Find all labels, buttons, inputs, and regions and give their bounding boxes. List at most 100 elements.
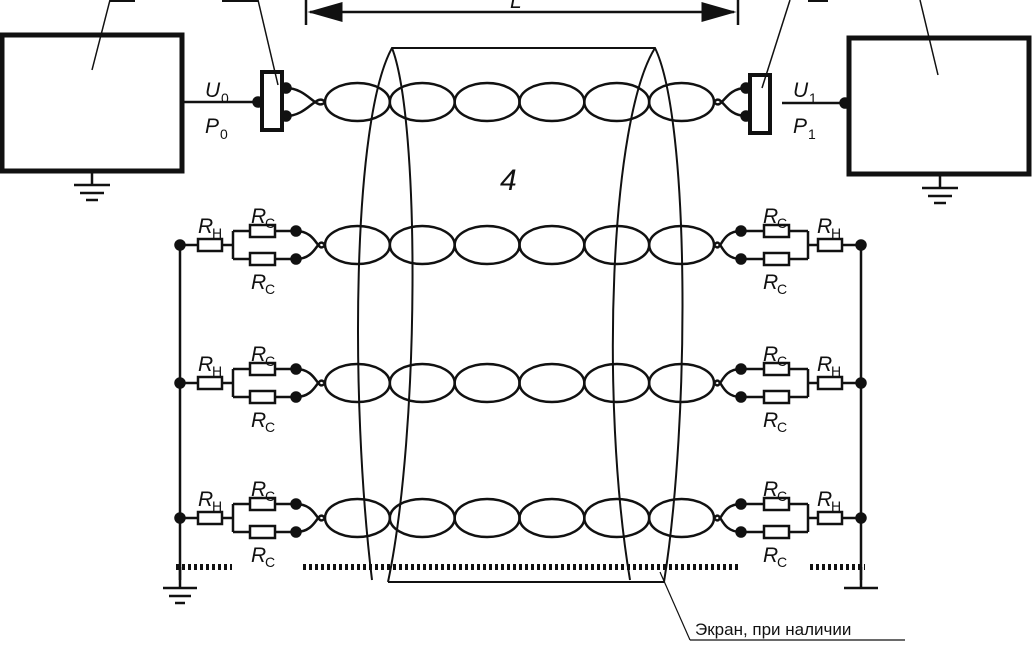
rh-label: R [198,353,213,376]
terminal [735,526,747,538]
length-label: L [510,0,522,13]
twist [518,497,586,539]
resistor-rc [248,524,277,540]
terminal [290,391,302,403]
rc-label-subscript: C [265,488,275,504]
termination-left [174,496,292,540]
twist [583,497,651,539]
twisted-pair [174,496,867,540]
ground-icon [844,567,878,590]
twist [453,81,521,123]
terminal [290,253,302,265]
rh-label: R [198,488,213,511]
terminal [280,82,292,94]
resistor-rc [248,251,277,267]
terminal [290,498,302,510]
rc-label-subscript: C [265,419,275,435]
rc-label-subscript: C [777,419,787,435]
rh-label: R [817,215,832,238]
p1-subscript: 1 [808,126,816,142]
termination-right [745,361,867,405]
rc-label: R [763,544,778,567]
rc-label: R [251,544,266,567]
resistor-rh [196,375,224,391]
twist [453,362,521,404]
length-dimension [304,0,740,25]
p0-subscript: 0 [220,126,228,142]
twist [388,224,456,266]
twisted-pair [174,361,867,405]
termination-left [174,361,292,405]
rc-label: R [251,271,266,294]
generator-block [0,32,185,174]
rc-label: R [251,205,266,228]
receiver-block [846,35,1032,177]
twist [583,362,651,404]
twisted-pair [174,223,867,267]
twist [323,224,392,266]
terminal [735,363,747,375]
twist [518,224,586,266]
terminal [280,110,292,122]
terminal [290,225,302,237]
resistor-rc [248,496,277,512]
terminal [735,253,747,265]
rc-label-subscript: C [777,281,787,297]
resistor-rh [196,510,224,526]
resistor-rc [762,496,791,512]
balun-right [748,73,772,135]
shield-cylinder [357,47,684,583]
resistor-rc [248,361,277,377]
terminal [735,391,747,403]
ground-icon [163,567,197,605]
rc-label: R [251,478,266,501]
rc-label-subscript: C [265,281,275,297]
terminal [735,498,747,510]
ground-icon [74,172,110,202]
resistor-rc [762,389,791,405]
rc-label-subscript: C [777,215,787,231]
p1-label: P [793,115,807,138]
twist [518,81,586,123]
resistor-rc [762,223,791,239]
twist [323,81,392,123]
rh-label-subscript: Н [831,498,841,514]
twist [388,81,456,123]
resistor-rh [816,237,844,253]
cable-number-label: 4 [500,164,517,197]
shield-caption: Экран, при наличии [695,620,851,639]
resistor-rh [816,375,844,391]
u1-subscript: 1 [809,90,817,106]
rc-label: R [763,478,778,501]
rc-label: R [763,205,778,228]
u0-subscript: 0 [221,90,229,106]
rh-label-subscript: Н [831,225,841,241]
balun-left [260,70,284,132]
terminal [290,526,302,538]
resistor-rh [816,510,844,526]
terminal [735,225,747,237]
twist [453,497,521,539]
termination-right [745,496,867,540]
rc-label-subscript: C [777,353,787,369]
rc-label: R [251,409,266,432]
rh-label: R [198,215,213,238]
twist [388,362,456,404]
twist [647,497,716,539]
twist [583,81,651,123]
termination-right [745,223,867,267]
rc-label-subscript: C [265,215,275,231]
twist [453,224,521,266]
rh-label-subscript: Н [831,363,841,379]
rc-label: R [763,271,778,294]
u1-label: U [793,79,809,102]
rc-label: R [763,343,778,366]
rc-label: R [763,409,778,432]
terminal [290,363,302,375]
twist [518,362,586,404]
twist [647,81,716,123]
rc-label-subscript: C [777,554,787,570]
twisted-pair [280,81,752,123]
rc-label-subscript: C [265,554,275,570]
